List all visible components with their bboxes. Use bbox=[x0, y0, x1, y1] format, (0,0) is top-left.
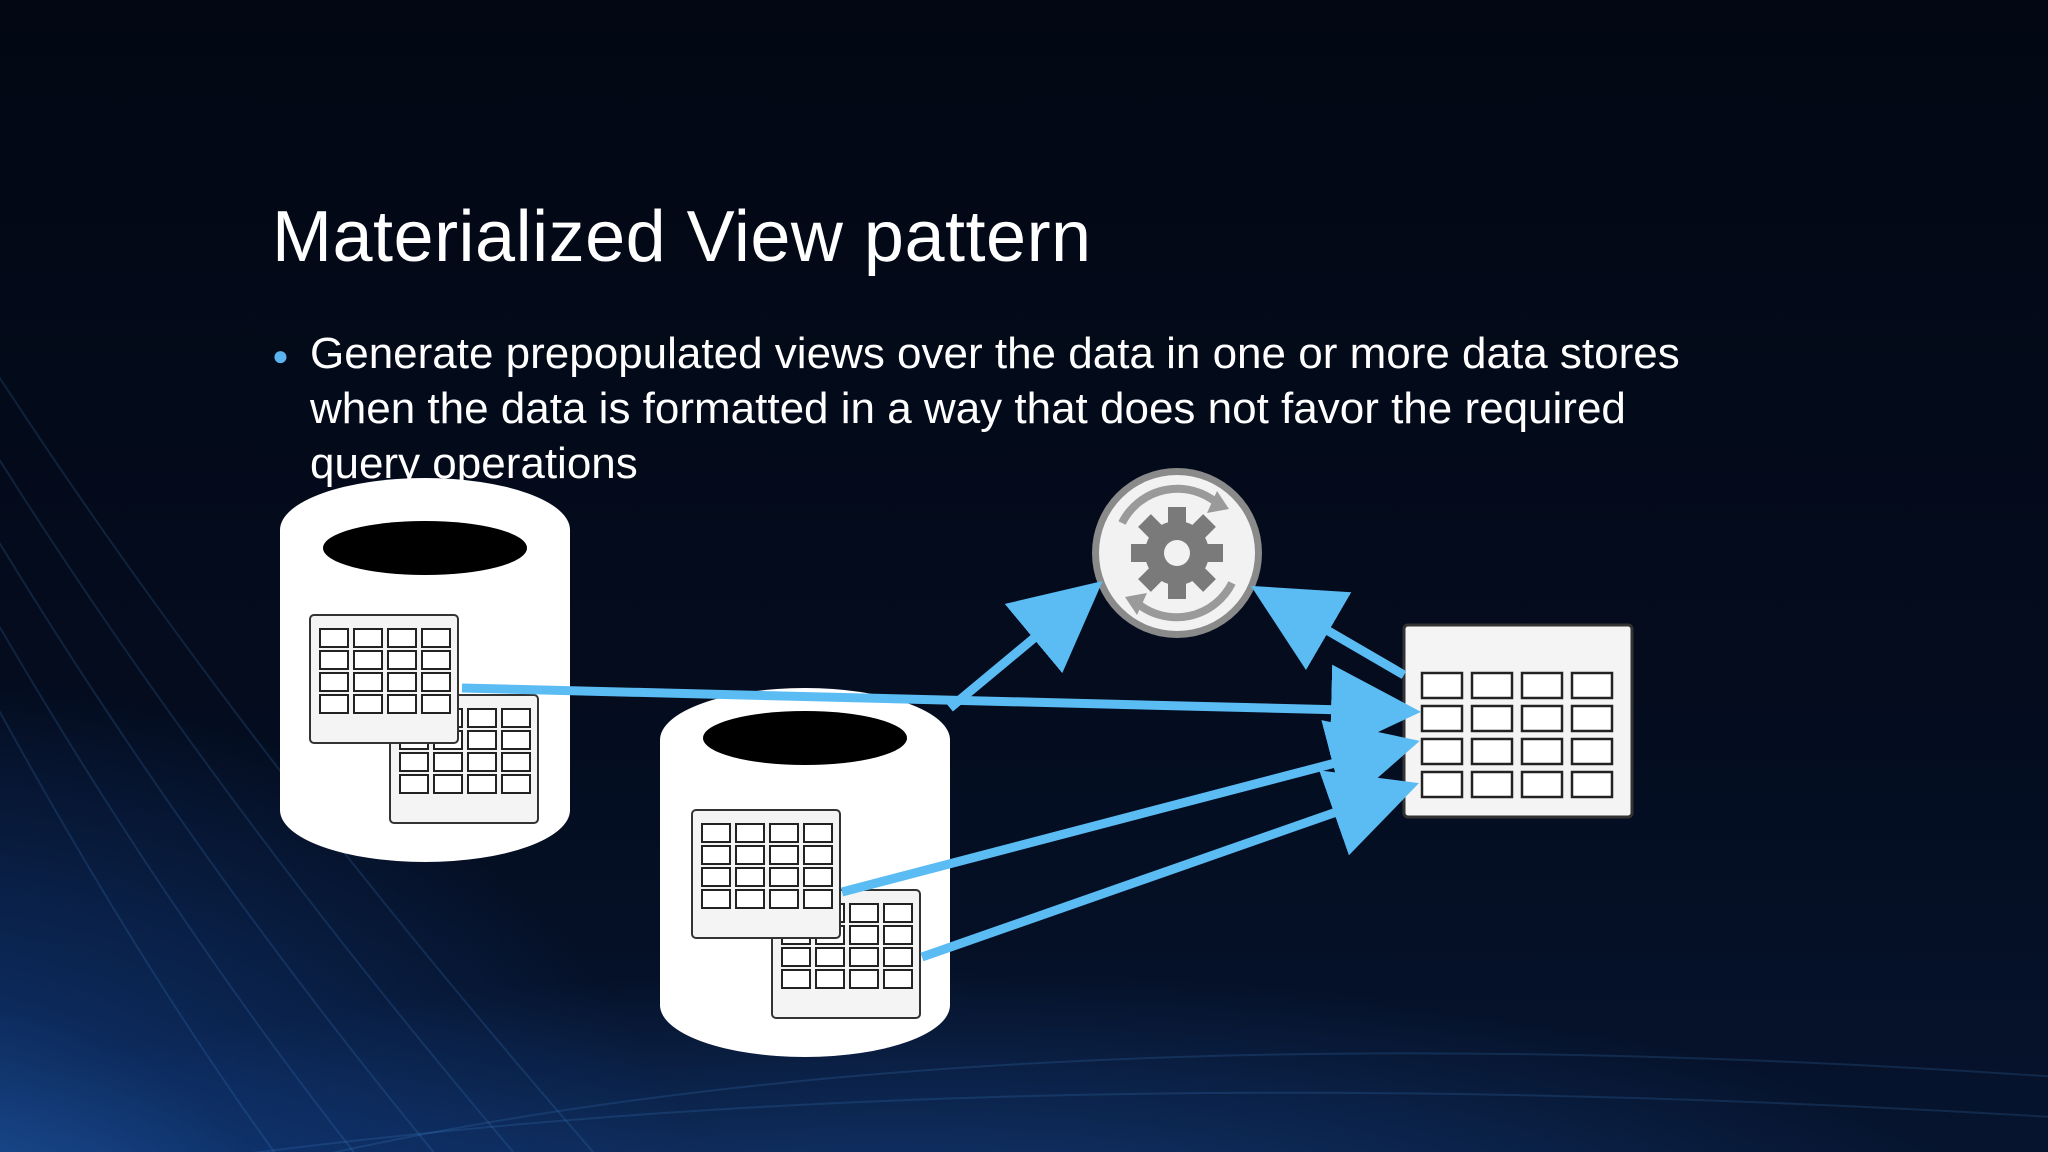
bullet-item: ● Generate prepopulated views over the d… bbox=[272, 326, 1732, 491]
arrow-db2-table1-to-view bbox=[840, 720, 1420, 897]
bullet-dot-icon: ● bbox=[272, 340, 289, 371]
arrow-to-gear bbox=[947, 580, 1103, 712]
slide-title: Materialized View pattern bbox=[272, 197, 1092, 277]
bullet-text: Generate prepopulated views over the dat… bbox=[310, 329, 1680, 488]
database-icon bbox=[280, 478, 570, 862]
gear-sync-icon bbox=[1092, 468, 1262, 638]
arrow-db2-table2-to-view bbox=[920, 770, 1419, 962]
table-icon bbox=[1402, 623, 1634, 819]
arrow-db1-to-view bbox=[461, 664, 1421, 755]
data-flow-arrows bbox=[461, 580, 1421, 962]
database-icon bbox=[660, 688, 950, 1057]
arrow-view-to-gear bbox=[1250, 585, 1407, 679]
